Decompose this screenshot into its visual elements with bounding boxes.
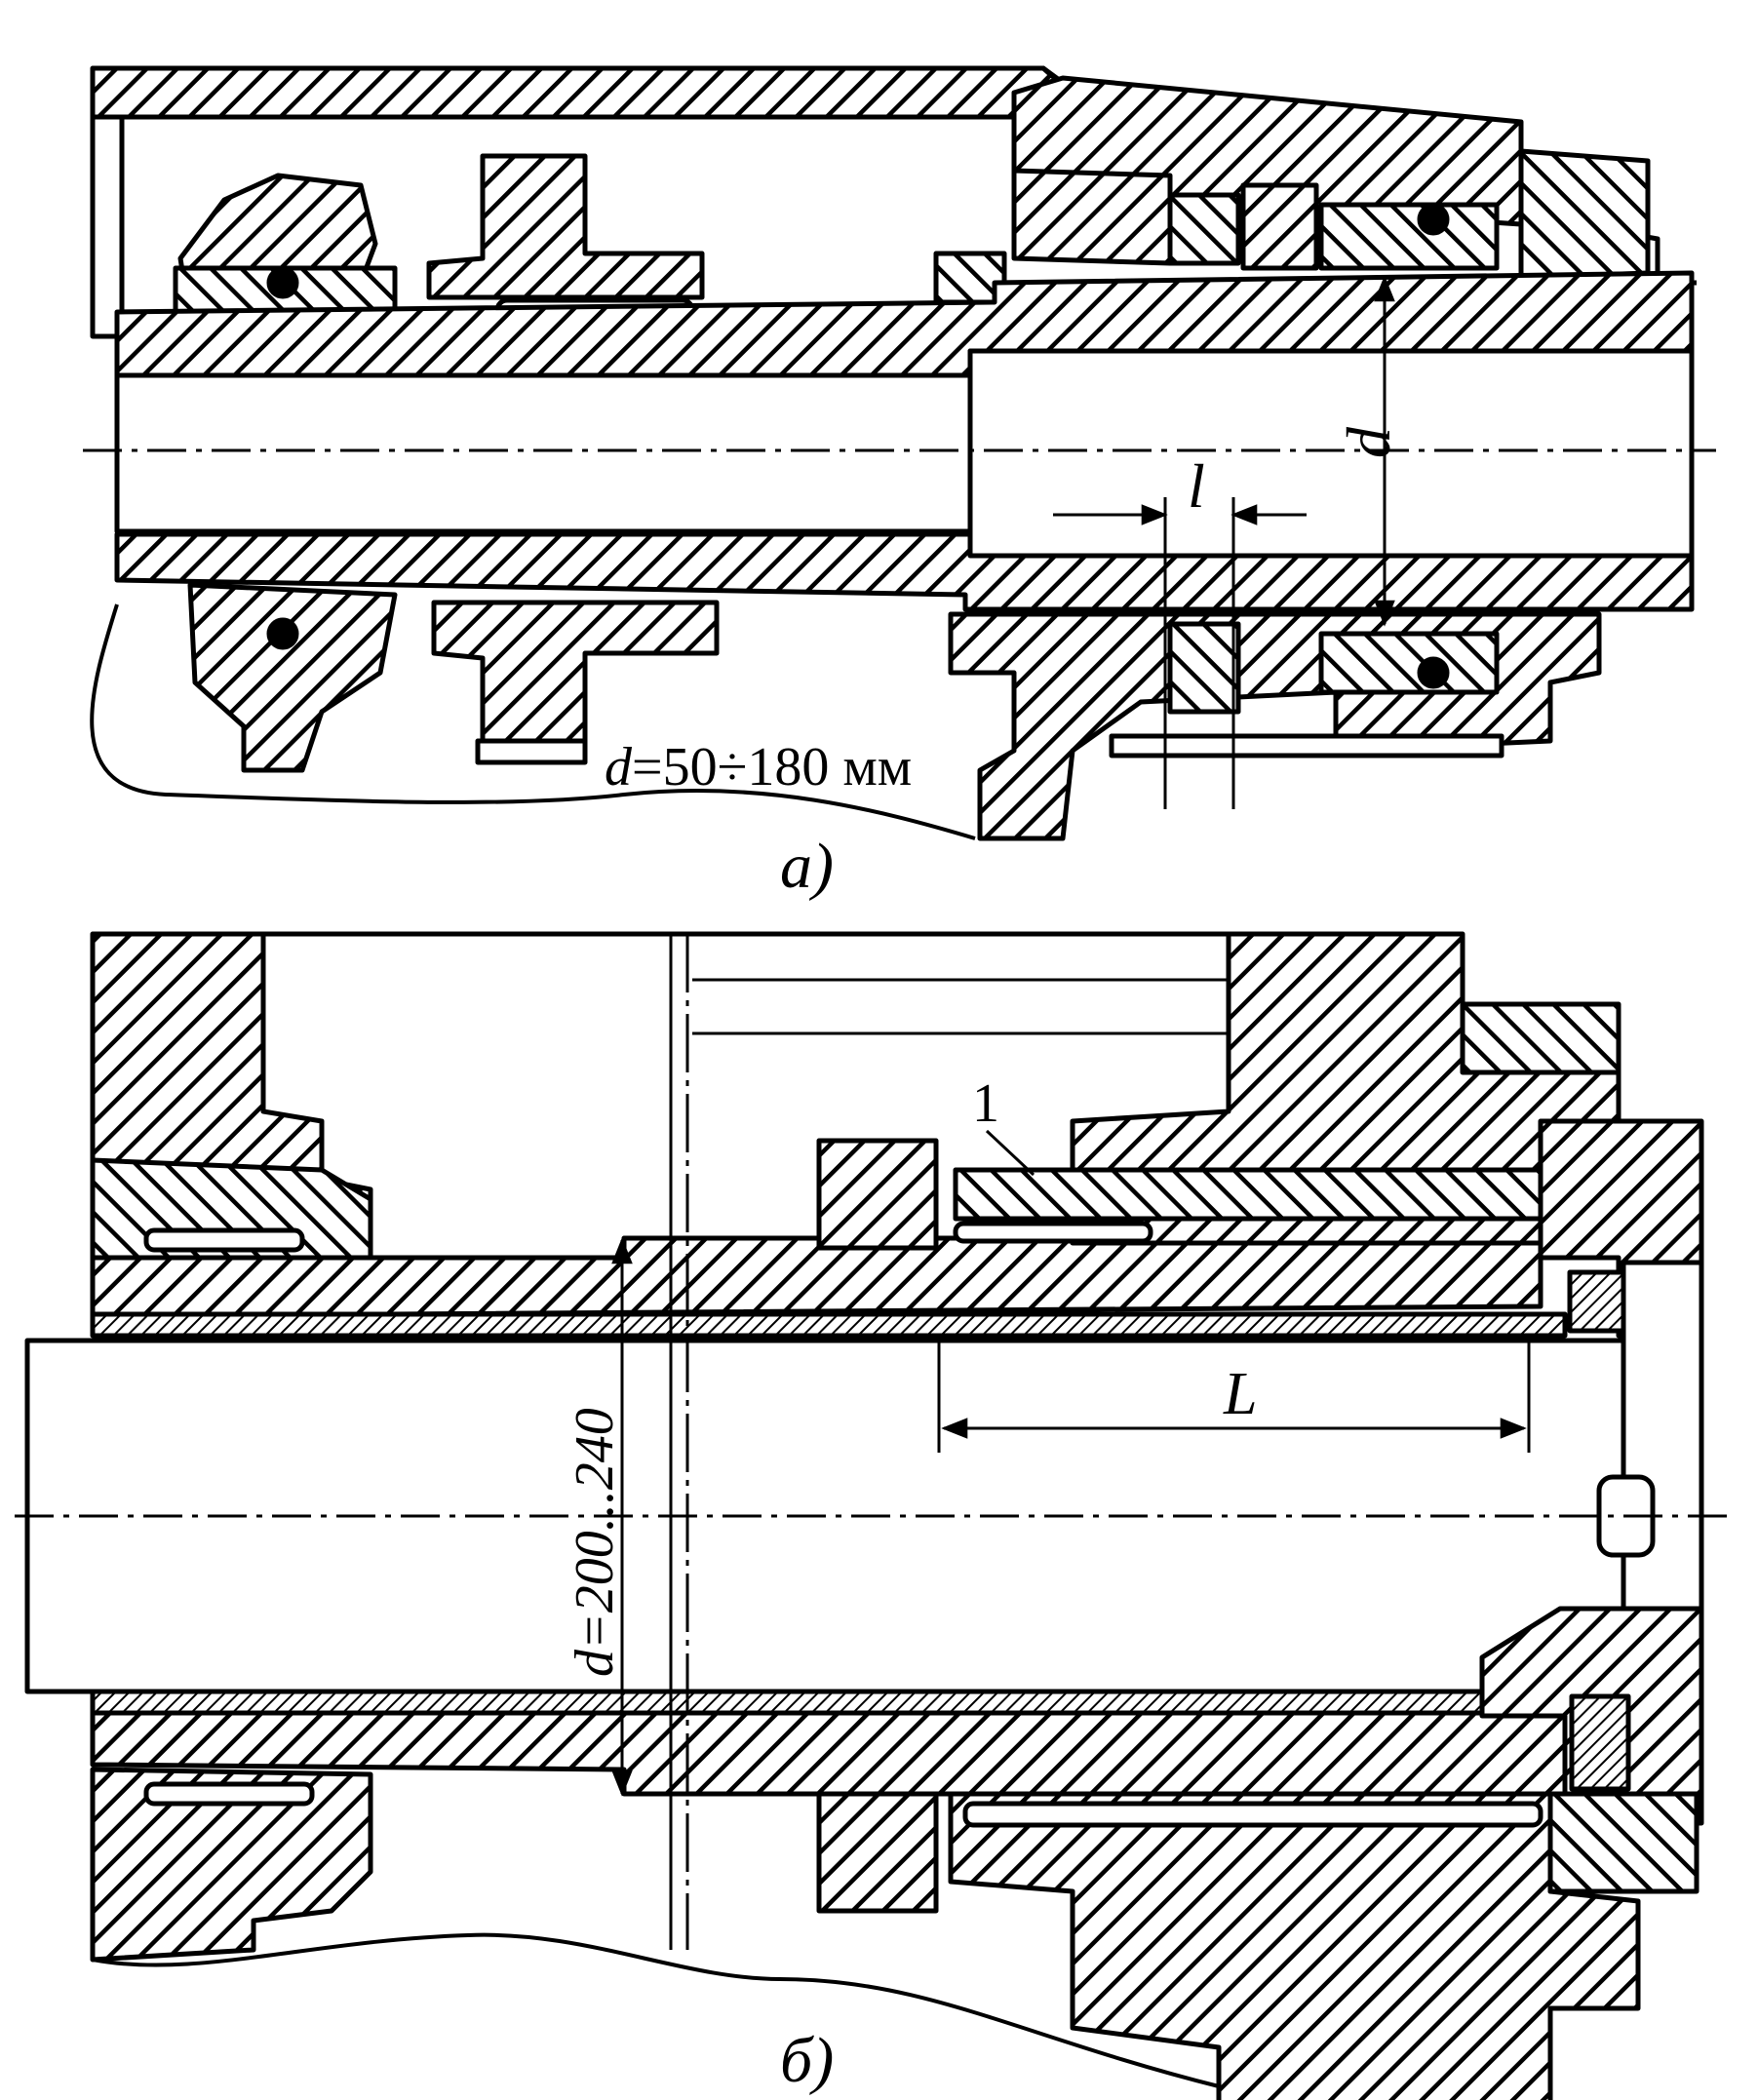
front-ball-a-top <box>1417 203 1450 236</box>
range-value-a: =50÷180 мм <box>632 737 912 797</box>
front-bearing-a-ring2 <box>1240 182 1319 271</box>
dimension-d-a-label: d <box>1334 426 1403 458</box>
dimension-l-a-label: l <box>1188 451 1205 521</box>
gear-b-lower-key <box>962 1801 1543 1828</box>
front-bearing-a-ring-bottom2 <box>1318 631 1500 695</box>
front-assembly-a-bottom <box>948 611 1602 841</box>
housing-a-front-cap <box>1518 148 1651 281</box>
seal-b-upper <box>1567 1269 1631 1334</box>
spindle-b-lower-liner <box>90 1689 1568 1716</box>
part-number-1-leader <box>985 1129 1035 1177</box>
break-line-b-bottom <box>92 1932 1220 2088</box>
left-ball-a-bottom <box>266 617 299 650</box>
front-bearing-a-ring-bottom <box>1167 621 1241 715</box>
sleeve-b-1 <box>953 1167 1543 1222</box>
gear-b-lower-stepcap <box>1547 1791 1699 1894</box>
gear-a-bottom <box>431 600 720 758</box>
dimension-l-a <box>1053 497 1307 809</box>
seal-b-lower <box>1569 1693 1631 1792</box>
spindle-a-bore-right <box>967 348 1695 559</box>
gear-b-lower <box>948 1791 1641 2100</box>
housing-b-right-cap <box>1460 1001 1621 1075</box>
sleeve-b-1-key <box>953 1221 1153 1244</box>
housing-a-left-wall <box>90 114 125 339</box>
dimension-L-b-label: L <box>1223 1361 1257 1427</box>
left-ball-a-top <box>266 266 299 299</box>
break-line-a <box>90 603 976 840</box>
figure-b <box>15 931 1736 2100</box>
housing-b-lower-key <box>143 1781 315 1807</box>
part-number-1: 1 <box>972 1073 999 1134</box>
nut-b-lower <box>816 1791 939 1914</box>
spindle-a-lower-wall <box>114 531 1695 612</box>
housing-b-lower-left <box>90 1767 373 1963</box>
dimension-L-b <box>937 1336 1531 1453</box>
range-label-b: d=200...240 <box>565 1408 625 1677</box>
housing-a-top-wall <box>90 65 1071 120</box>
nut-b-upper <box>816 1138 939 1251</box>
range-var-a: d <box>605 737 633 797</box>
spindle-b-upper-liner <box>90 1311 1568 1339</box>
front-bearing-a-ring1 <box>1167 192 1241 266</box>
left-bearing-a-bottom <box>187 582 398 773</box>
front-ball-a-bottom <box>1417 656 1450 689</box>
caption-b: б) <box>780 2025 834 2096</box>
front-bearing-a-ring3 <box>1318 202 1500 271</box>
housing-b-left-key <box>143 1227 305 1253</box>
figure-a <box>83 65 1716 841</box>
front-bearing-a-top <box>1011 168 1173 266</box>
gear-a-bottom-foot <box>475 738 588 765</box>
front-shaft-a-bottom <box>1109 733 1504 758</box>
range-label-a: d=50÷180 мм <box>605 737 912 797</box>
caption-a: а) <box>780 831 834 902</box>
gear-a-top <box>426 153 705 300</box>
spindle-a-bore-left <box>114 372 973 534</box>
